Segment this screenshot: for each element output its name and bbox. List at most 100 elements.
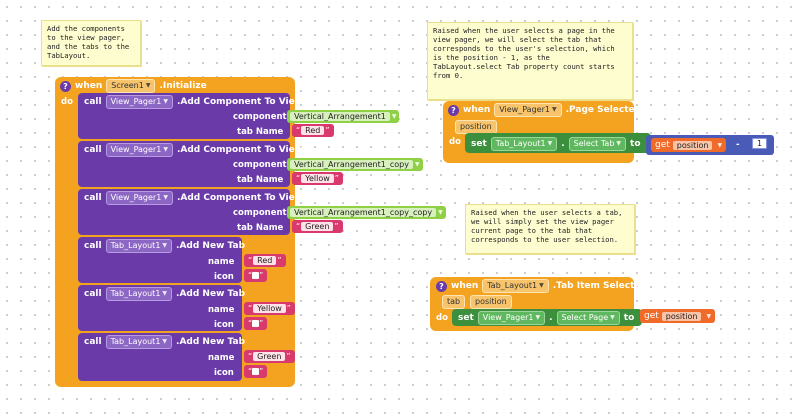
dropdown-arrow-icon: ▼ [162,242,168,249]
question-mark-icon[interactable]: ? [448,104,459,116]
dropdown-arrow-icon: ▼ [551,106,557,113]
initialize-event-label: .Initialize [159,81,207,91]
page-selected-header: ? when View_Pager1▼ .Page Selected [448,103,641,117]
component-dropdown[interactable]: View_Pager1▼ [105,143,173,157]
call-row-6: call Tab_Layout1▼ .Add New Tab [84,335,245,349]
method-label: .Add New Tab [176,289,246,299]
component-dropdown[interactable]: View_Pager1▼ [494,103,562,117]
to-label: to [623,313,635,323]
arg-label: tab Name [237,127,284,137]
when-label: when [451,281,479,291]
when-label: when [463,105,491,115]
tab-param[interactable]: tab [442,295,466,309]
call-row-4: call Tab_Layout1▼ .Add New Tab [84,239,245,253]
component-dropdown[interactable]: Tab_Layout1▼ [482,279,549,293]
call-row-2: call View_Pager1▼ .Add Component To View [84,143,303,157]
dropdown-arrow-icon: ▼ [706,312,712,320]
dropdown-arrow-icon: ▼ [539,282,544,289]
dropdown-arrow-icon: ▼ [616,140,622,147]
when-label: when [75,81,103,91]
event-label: .Tab Item Selected [552,281,647,291]
call-label: call [84,145,102,155]
tab-item-selected-header: ? when Tab_Layout1▼ .Tab Item Selected [436,279,647,293]
do-label: do [436,313,448,323]
question-mark-icon[interactable]: ? [60,80,71,92]
question-mark-icon[interactable]: ? [436,280,447,292]
component-dropdown[interactable]: Tab_Layout1▼ [490,137,558,151]
component-dropdown[interactable]: Tab_Layout1▼ [105,287,173,301]
component-block[interactable]: Vertical_Arrangement1▼ [287,110,400,123]
property-dropdown[interactable]: Select Tab▼ [568,137,627,151]
position-param[interactable]: position [455,120,497,134]
call-label: call [84,289,102,299]
dropdown-arrow-icon: ▼ [145,82,151,89]
arg-label: component [233,160,287,170]
component-dropdown[interactable]: View_Pager1▼ [105,95,173,109]
method-label: .Add Component To View [176,193,304,203]
do-label: do [449,137,461,147]
component-dropdown[interactable]: View_Pager1▼ [105,191,173,205]
component-block[interactable]: Vertical_Arrangement1_copy▼ [287,158,423,171]
dropdown-arrow-icon: ▼ [163,98,168,105]
dropdown-arrow-icon: ▼ [163,194,168,201]
page-selected-comment[interactable]: Raised when the user selects a page in t… [427,22,633,100]
position-param[interactable]: position [470,295,512,309]
component-block[interactable]: Vertical_Arrangement1_copy_copy▼ [287,206,446,219]
to-label: to [630,139,641,149]
method-label: .Add Component To View [176,145,304,155]
set-label: set [458,313,474,323]
call-label: call [84,337,102,347]
dropdown-arrow-icon: ▼ [414,161,420,168]
dot-label: . [549,313,553,323]
call-label: call [84,193,102,203]
arg-label: icon [214,272,234,282]
do-label: do [61,97,73,107]
text-block[interactable]: “Yellow” [244,302,295,315]
property-dropdown[interactable]: Select Page▼ [556,311,620,325]
screen-dropdown[interactable]: Screen1▼ [106,79,156,93]
empty-text-block[interactable]: “” [244,317,268,330]
empty-text-block[interactable]: “” [244,269,268,282]
set-select-page-row: set View_Pager1▼ . Select Page▼ to [458,311,634,325]
dot-label: . [561,139,565,149]
arg-label: icon [214,320,234,330]
call-row-1: call View_Pager1▼ .Add Component To View [84,95,303,109]
tab-selected-comment[interactable]: Raised when the user selects a tab, we w… [465,204,635,254]
method-label: .Add Component To View [176,97,304,107]
initialize-header: ? when Screen1▼ .Initialize [60,79,207,93]
dropdown-arrow-icon: ▼ [610,314,615,321]
arg-label: component [233,112,287,122]
arg-label: name [208,257,235,267]
event-label: .Page Selected [565,105,642,115]
text-block[interactable]: “Yellow” [292,172,343,185]
component-dropdown[interactable]: View_Pager1▼ [477,311,546,325]
arg-label: component [233,208,287,218]
number-block[interactable]: 1 [752,138,768,149]
arg-label: tab Name [237,175,284,185]
component-dropdown[interactable]: Tab_Layout1▼ [105,239,173,253]
set-select-tab-row: set Tab_Layout1▼ . Select Tab▼ to [471,137,641,151]
dropdown-arrow-icon: ▼ [547,140,553,147]
component-dropdown[interactable]: Tab_Layout1▼ [105,335,173,349]
call-label: call [84,241,102,251]
method-label: .Add New Tab [176,241,246,251]
dropdown-arrow-icon: ▼ [163,146,168,153]
empty-text-block[interactable]: “” [244,365,268,378]
text-block[interactable]: “Red” [292,124,334,137]
dropdown-arrow-icon: ▼ [535,314,541,321]
set-label: set [471,139,487,149]
dropdown-arrow-icon: ▼ [717,141,723,149]
dropdown-arrow-icon: ▼ [162,338,168,345]
text-block[interactable]: “Green” [292,220,343,233]
text-block[interactable]: “Red” [244,254,286,267]
call-row-5: call Tab_Layout1▼ .Add New Tab [84,287,245,301]
arg-label: name [208,353,235,363]
dropdown-arrow-icon: ▼ [438,209,443,216]
dropdown-arrow-icon: ▼ [391,113,397,120]
minus-operator: - [736,140,740,150]
init-comment[interactable]: Add the components to the view pager, an… [41,20,141,66]
arg-label: tab Name [237,223,284,233]
text-block[interactable]: “Green” [244,350,295,363]
